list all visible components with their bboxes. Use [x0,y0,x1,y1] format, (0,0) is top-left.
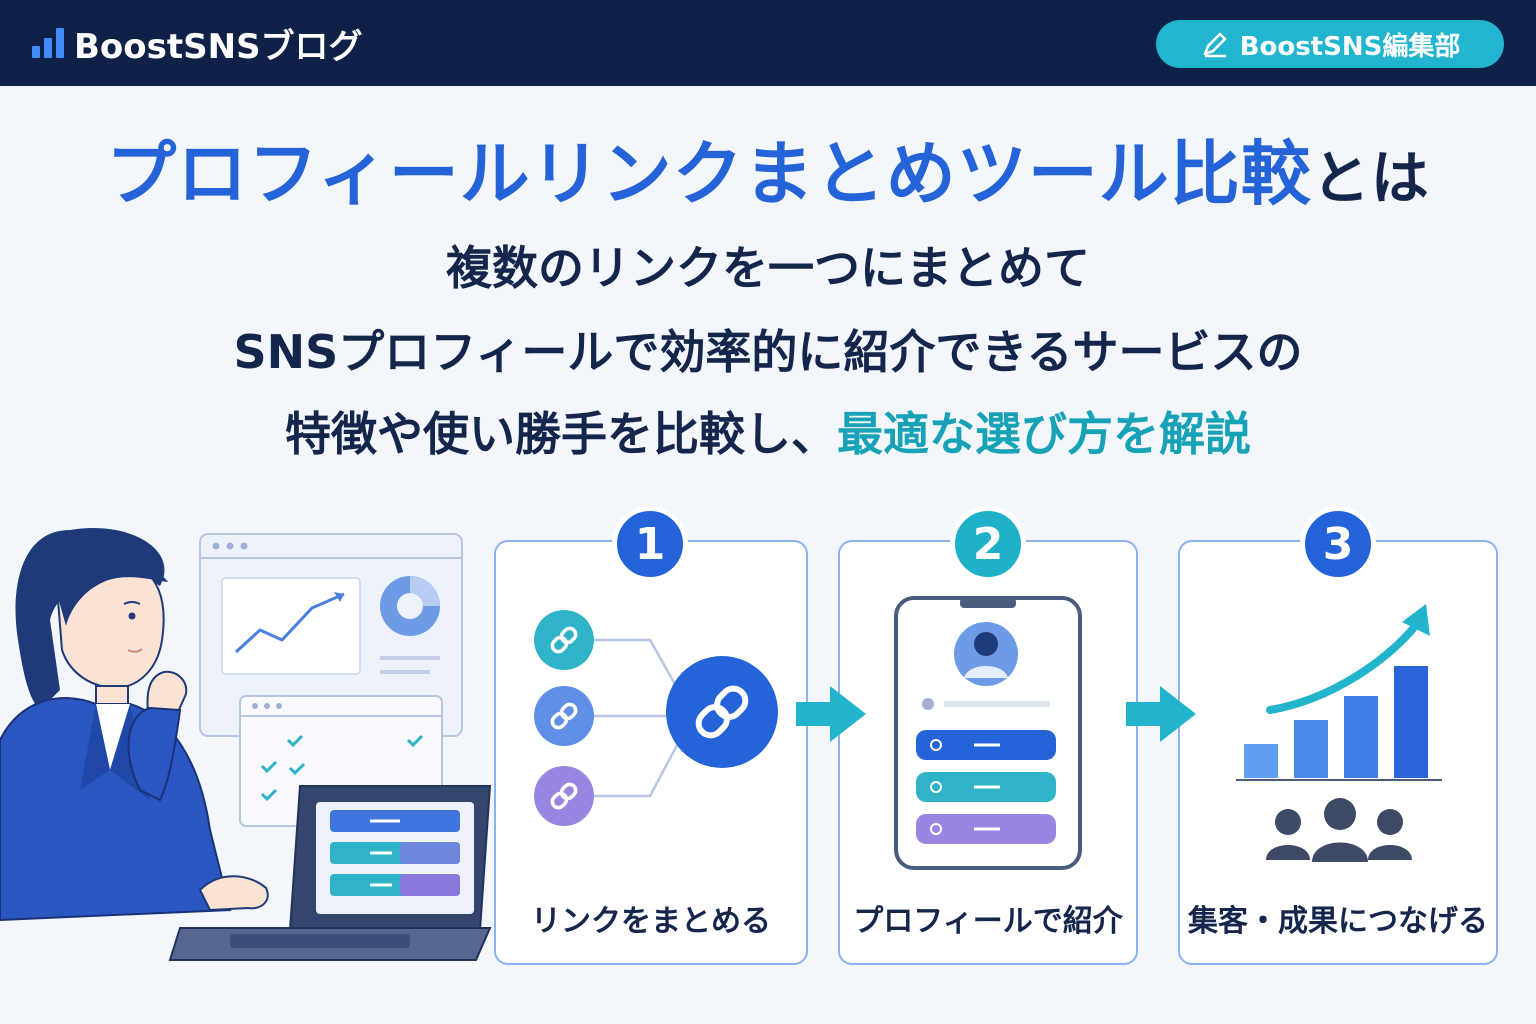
step-2-badge: 2 [950,506,1026,582]
title-tail: とは [1311,144,1430,212]
step-1-label: リンクをまとめる [531,904,771,939]
page-title: プロフィールリンクまとめツール比較とは [0,118,1536,219]
pencil-icon [1203,32,1226,58]
step-1-badge: 1 [612,506,688,582]
top-bar: BoostSNSブログ BoostSNS編集部 [0,0,1536,86]
growth-chart-graphic [1236,604,1442,862]
avatar [954,622,1018,686]
link-icon [534,610,594,670]
laptop [168,785,492,961]
link-merge-graphic [534,610,778,826]
arrow-right-icon [796,686,866,742]
link-icon [534,766,594,826]
subtitle-line-1: 複数のリンクを一つにまとめて [446,241,1090,295]
editor-name: BoostSNS編集部 [1239,31,1461,62]
phone-profile-graphic [894,596,1082,870]
step-3-label: 集客・成果につなげる [1188,904,1488,939]
subtitle-line-3: 特徴や使い勝手を比較し、最適な選び方を解説 [0,398,1536,464]
bar-chart-icon [32,28,64,58]
brand-name: BoostSNSブログ [74,26,363,67]
woman-figure [0,528,269,922]
step-3-card [1178,540,1498,965]
subtitle-line-2: SNSプロフィールで効率的に紹介できるサービスの [233,325,1303,379]
link-icon [534,686,594,746]
step-3-badge: 3 [1300,506,1376,582]
title-main: プロフィールリンクまとめツール比較 [106,133,1312,215]
subtitle-highlight: 最適な選び方を解説 [837,407,1251,461]
arrow-right-icon [1126,686,1196,742]
editor-badge[interactable]: BoostSNS編集部 [1156,20,1504,68]
brand-logo[interactable]: BoostSNSブログ [32,20,363,67]
people-icon [1266,798,1412,862]
dashboard-window [199,533,463,737]
woman-illustration [0,528,492,961]
merged-link-icon [666,656,778,768]
subtitle-line-3-main: 特徴や使い勝手を比較し、 [285,407,837,461]
step-2-label: プロフィールで紹介 [853,904,1123,939]
